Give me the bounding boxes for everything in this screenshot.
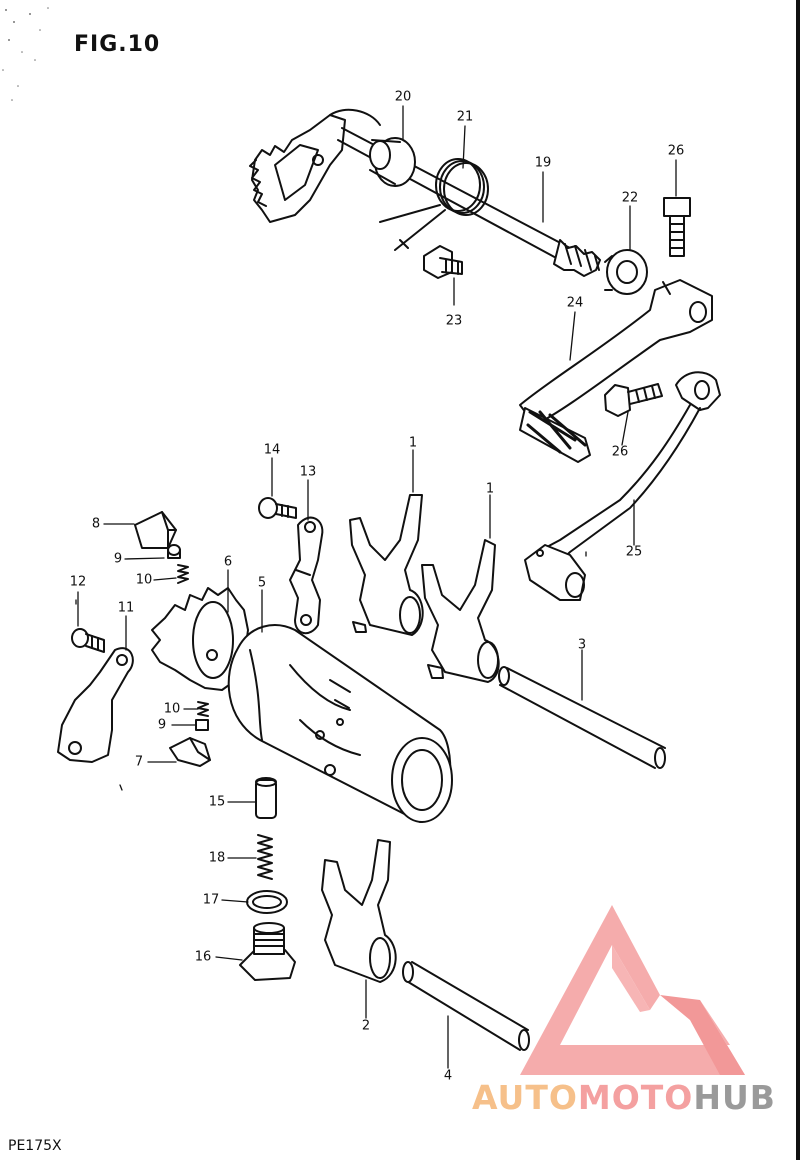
callout-14: 14 xyxy=(263,442,281,458)
watermark-hub: HUB xyxy=(693,1078,776,1117)
callout-1-a: 1 xyxy=(408,435,418,451)
part-20-collar xyxy=(369,137,416,187)
callout-7: 7 xyxy=(134,754,144,770)
part-2-fork-c xyxy=(321,839,397,983)
callout-10-lower: 10 xyxy=(163,701,181,717)
callout-16: 16 xyxy=(194,949,212,965)
part-14-screw xyxy=(258,497,297,519)
part-11-cam-guide xyxy=(57,647,134,763)
watermark-logo xyxy=(520,905,745,1075)
model-code: PE175X xyxy=(8,1138,62,1154)
scan-speckle xyxy=(2,7,49,101)
part-10-spring-upper xyxy=(177,564,189,584)
watermark-moto: MOTO xyxy=(577,1078,694,1117)
part-1-fork-a xyxy=(349,494,424,636)
right-border xyxy=(796,0,800,1160)
callout-21: 21 xyxy=(456,109,474,125)
part-15-plunger xyxy=(255,777,277,819)
part-23-bolt xyxy=(423,245,463,279)
callout-3: 3 xyxy=(577,637,587,653)
watermark-text: AUTOMOTOHUB xyxy=(472,1078,776,1117)
part-1-fork-b xyxy=(421,539,500,683)
part-17-o-ring xyxy=(246,890,288,914)
watermark-auto: AUTO xyxy=(472,1078,578,1117)
callout-18: 18 xyxy=(208,850,226,866)
part-10-spring-lower xyxy=(197,701,209,717)
part-7-cam-stopper-plate xyxy=(169,737,211,767)
part-16-plug xyxy=(239,922,296,981)
part-3-shaft xyxy=(498,666,666,769)
part-19-shaft xyxy=(337,127,601,277)
callout-26-mid: 26 xyxy=(611,444,629,460)
part-9-pin-lower xyxy=(195,719,209,731)
callout-25: 25 xyxy=(625,544,643,560)
callout-24: 24 xyxy=(566,295,584,311)
part-12-screw xyxy=(71,628,105,653)
callout-1-b: 1 xyxy=(485,481,495,497)
part-4-shaft xyxy=(402,961,530,1051)
callout-9-lower: 9 xyxy=(157,717,167,733)
callout-4: 4 xyxy=(443,1068,453,1084)
callout-10-upper: 10 xyxy=(135,572,153,588)
part-13-plate xyxy=(289,516,324,635)
callout-15: 15 xyxy=(208,794,226,810)
callout-2: 2 xyxy=(361,1018,371,1034)
callout-19: 19 xyxy=(534,155,552,171)
part-21-spring xyxy=(379,158,489,251)
part-22-bushing xyxy=(604,249,648,295)
part-5-cam-drum xyxy=(227,624,453,823)
part-26-bolt-top xyxy=(663,197,691,257)
part-18-spring xyxy=(257,834,273,880)
callout-11: 11 xyxy=(117,600,135,616)
part-26-bolt-mid xyxy=(604,383,663,417)
callout-22: 22 xyxy=(621,190,639,206)
callout-26-top: 26 xyxy=(667,143,685,159)
callout-23: 23 xyxy=(445,313,463,329)
part-9-pin-upper xyxy=(167,544,181,559)
callout-9-upper: 9 xyxy=(113,551,123,567)
part-24-kick-lever xyxy=(519,279,713,463)
callout-8: 8 xyxy=(91,516,101,532)
figure-title: FIG.10 xyxy=(74,32,161,57)
callout-20: 20 xyxy=(394,89,412,105)
callout-13: 13 xyxy=(299,464,317,480)
callout-5: 5 xyxy=(257,575,267,591)
part-8-cam-stopper xyxy=(134,511,177,549)
leader-lines xyxy=(75,105,677,1069)
part-20-gear-arm xyxy=(249,108,381,223)
callout-6: 6 xyxy=(223,554,233,570)
part-25-shift-lever xyxy=(524,371,721,601)
callout-12: 12 xyxy=(69,574,87,590)
callout-17: 17 xyxy=(202,892,220,908)
